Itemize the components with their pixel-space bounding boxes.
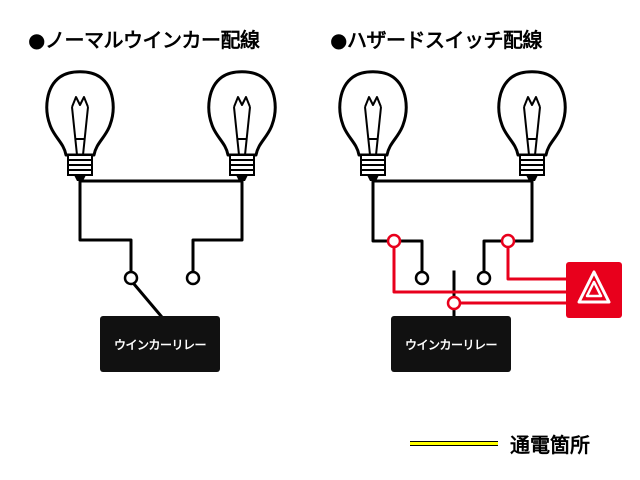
hazard-switch	[566, 262, 622, 318]
hazard-wiring-title: ●ハザードスイッチ配線	[330, 28, 542, 52]
light-bulb-icon	[45, 70, 115, 183]
hazard-wire-junction	[500, 233, 516, 249]
hazard-wire-junction	[446, 295, 462, 311]
normal-wiring-title: ●ノーマルウインカー配線	[28, 28, 260, 52]
hazard-red-wiring	[392, 247, 566, 305]
hazard-wire-junction	[386, 233, 402, 249]
light-bulb-icon	[338, 70, 408, 183]
normal-wiring	[78, 179, 244, 319]
legend-label: 通電箇所	[510, 433, 590, 457]
switch-contact	[123, 270, 139, 286]
light-bulb-icon	[207, 70, 277, 183]
switch-contact	[476, 270, 492, 286]
switch-contact	[185, 270, 201, 286]
turn-signal-relay: ウインカーリレー	[391, 316, 511, 372]
light-bulb-icon	[497, 70, 567, 183]
relay-label: ウインカーリレー	[404, 337, 498, 352]
legend-line-swatch	[410, 441, 498, 446]
relay-label: ウインカーリレー	[113, 337, 207, 352]
hazard-triangle-icon	[577, 270, 611, 304]
switch-contact	[414, 270, 430, 286]
turn-signal-relay: ウインカーリレー	[100, 316, 220, 372]
